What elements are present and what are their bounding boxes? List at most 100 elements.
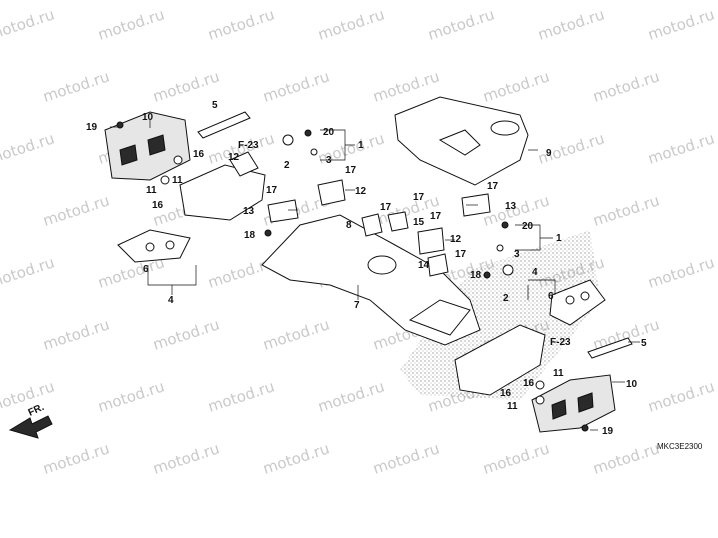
watermark-text: motod.ru <box>591 191 662 229</box>
callout-12: 12 <box>355 186 367 197</box>
watermark-text: motod.ru <box>316 377 387 415</box>
leader-lines <box>110 120 640 431</box>
clip-8 <box>361 213 383 237</box>
watermark-text: motod.ru <box>646 129 717 167</box>
ref-label: F-23 <box>238 140 259 151</box>
clip-15 <box>387 211 409 232</box>
watermark-text: motod.ru <box>646 253 717 291</box>
nut-16-a <box>173 155 183 165</box>
callout-17: 17 <box>345 165 357 176</box>
callout-6: 6 <box>143 264 149 275</box>
callout-6: 6 <box>548 291 554 302</box>
callout-16: 16 <box>152 200 164 211</box>
callout-10: 10 <box>626 379 638 390</box>
callout-3: 3 <box>326 155 332 166</box>
watermark-text: motod.ru <box>151 315 222 353</box>
manifold-arm <box>408 299 471 336</box>
callout-12: 12 <box>450 234 462 245</box>
watermark-text: motod.ru <box>96 5 167 43</box>
right-cover <box>454 324 546 396</box>
left-gasket-hole <box>165 240 175 250</box>
callout-17: 17 <box>266 185 278 196</box>
callout-11: 11 <box>146 185 157 196</box>
mount-12-a <box>317 179 346 206</box>
bolt-19-a <box>116 121 124 129</box>
watermark-text: motod.ru <box>371 67 442 105</box>
watermark-text: motod.ru <box>206 253 277 291</box>
clip-2-a <box>282 134 294 146</box>
collar-3-a <box>310 148 318 156</box>
left-cover <box>179 164 266 221</box>
manifold-port <box>367 255 397 275</box>
bolt-19-b <box>581 424 589 432</box>
watermark-text: motod.ru <box>96 377 167 415</box>
callout-18: 18 <box>470 270 482 281</box>
callout-17: 17 <box>380 202 392 213</box>
watermark-text: motod.ru <box>0 253 57 291</box>
callout-17: 17 <box>487 181 499 192</box>
left-gasket-hole <box>145 242 155 252</box>
callout-4: 4 <box>532 267 538 278</box>
callout-16: 16 <box>523 378 535 389</box>
callout-10: 10 <box>142 112 154 123</box>
callout-20: 20 <box>522 221 534 232</box>
shadow-area <box>400 230 600 400</box>
right-gasket <box>549 279 606 326</box>
callout-1: 1 <box>556 233 562 244</box>
watermark-text: motod.ru <box>0 5 57 43</box>
nut-11-a <box>160 175 170 185</box>
watermark-text: motod.ru <box>646 377 717 415</box>
gasket-ring <box>490 120 520 136</box>
watermark-text: motod.ru <box>41 191 112 229</box>
watermark-text: motod.ru <box>316 5 387 43</box>
watermark-text: motod.ru <box>481 191 552 229</box>
left-heat-shield-holes <box>119 134 166 166</box>
mount-13-a <box>267 199 299 223</box>
callout-17: 17 <box>455 249 467 260</box>
callout-17: 17 <box>430 211 442 222</box>
callout-15: 15 <box>413 217 425 228</box>
watermark-text: motod.ru <box>206 377 277 415</box>
watermark-text: motod.ru <box>371 439 442 477</box>
watermark-text: motod.ru <box>261 67 332 105</box>
clip-2-b <box>502 264 514 276</box>
right-bracket <box>587 337 633 359</box>
nut-11-b <box>535 395 545 405</box>
watermark-text: motod.ru <box>481 67 552 105</box>
diagram-code: MKC3E2300 <box>657 442 703 451</box>
callout-8: 8 <box>346 220 352 231</box>
gasket-inner-cutout <box>438 129 481 156</box>
watermark-text: motod.ru <box>41 67 112 105</box>
dowel-20-a <box>304 129 312 137</box>
watermark-text: motod.ru <box>41 315 112 353</box>
right-gasket-hole <box>565 295 575 305</box>
left-bracket <box>197 111 251 139</box>
callout-13: 13 <box>505 201 517 212</box>
callout-group: 1 1 2 2 3 3 4 4 5 5 6 6 7 8 9 10 10 11 1… <box>86 100 647 437</box>
callout-5: 5 <box>641 338 647 349</box>
callout-7: 7 <box>354 300 360 311</box>
watermark-text: motod.ru <box>261 315 332 353</box>
callout-19: 19 <box>86 122 98 133</box>
callout-4: 4 <box>168 295 174 306</box>
callout-2: 2 <box>284 160 290 171</box>
callout-19: 19 <box>602 426 614 437</box>
watermark-text: motod.ru <box>646 5 717 43</box>
callout-16: 16 <box>500 388 512 399</box>
watermark-text: motod.ru <box>591 439 662 477</box>
watermark-text: motod.ru <box>151 439 222 477</box>
callout-20: 20 <box>323 127 335 138</box>
callout-3: 3 <box>514 249 520 260</box>
dowel-20-b <box>501 221 509 229</box>
front-label: FR. <box>27 402 46 419</box>
callout-2: 2 <box>503 293 509 304</box>
watermark-text: motod.ru <box>206 5 277 43</box>
watermark-text: motod.ru <box>261 439 332 477</box>
collar-3-b <box>496 244 504 252</box>
callout-9: 9 <box>546 148 552 159</box>
clip-14 <box>427 253 449 277</box>
callout-11: 11 <box>553 368 564 379</box>
right-heat-shield-holes <box>551 392 594 420</box>
callout-16: 16 <box>193 149 205 160</box>
